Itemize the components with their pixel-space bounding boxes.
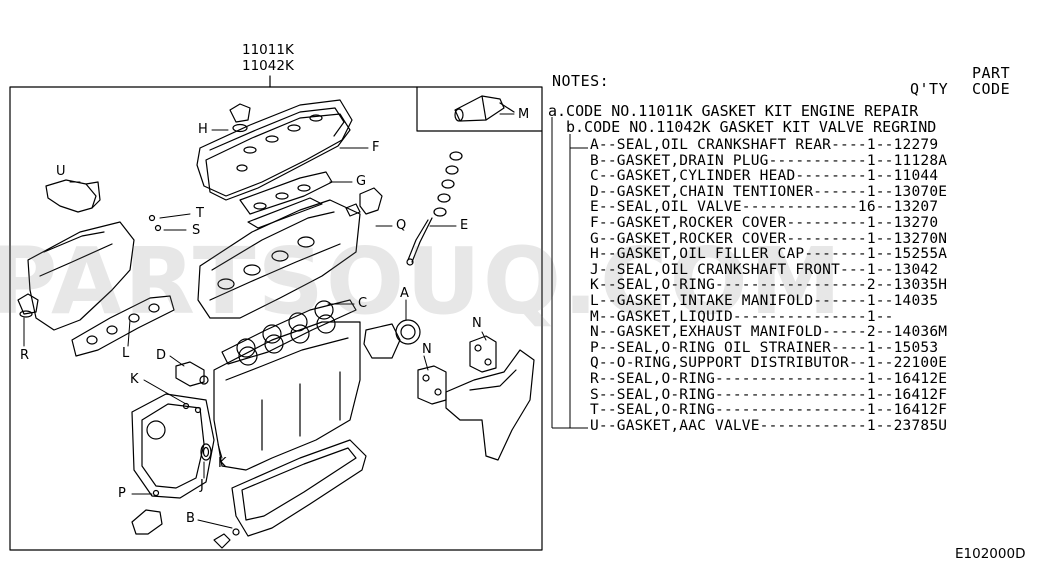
leader-lines [23, 113, 515, 529]
watermark: PARTSOUQ.COM [0, 228, 844, 335]
exhaust-manifold-gasket-rear [469, 335, 497, 373]
callout-t: T [196, 206, 204, 221]
list-item: F--GASKET,ROCKER COVER---------1--13270 [590, 215, 939, 231]
list-item: R--SEAL,O-RING-----------------1--16412E [590, 371, 948, 387]
callout-j: J [200, 478, 204, 493]
cylinder-head [197, 199, 361, 319]
rocker-cover [196, 99, 353, 197]
kit-part-number-a: 11011K [242, 42, 294, 58]
kit-b-line: b.CODE NO.11042K GASKET KIT VALVE REGRIN… [566, 118, 937, 136]
callout-p: P [118, 486, 126, 501]
diagram-frame [9, 86, 543, 551]
list-item: A--SEAL,OIL CRANKSHAFT REAR----1--12279 [590, 137, 939, 153]
callout-f: F [372, 140, 380, 155]
callout-n-front: N [422, 342, 432, 357]
list-item: J--SEAL,OIL CRANKSHAFT FRONT---1--13042 [590, 261, 939, 278]
callout-e: E [460, 218, 469, 233]
o-ring-pair [182, 402, 202, 414]
r-o-ring [19, 310, 33, 318]
callout-a: A [400, 286, 409, 301]
distributor-o-ring [345, 187, 383, 217]
list-item: H--GASKET,OIL FILLER CAP-------1--15255A [590, 246, 948, 263]
oil-strainer [131, 489, 163, 535]
oil-filler-cap [229, 103, 251, 133]
callout-s: S [192, 223, 201, 238]
aac-valve [45, 179, 101, 213]
list-item: E--SEAL,OIL VALVE-------------16--13207 [590, 199, 939, 216]
callout-h: H [198, 122, 208, 137]
callout-l: L [122, 346, 130, 361]
qty-header: Q'TY [910, 80, 949, 98]
callout-n-rear: N [472, 316, 482, 331]
list-item: K--SEAL,O-RING-----------------2--13035H [590, 277, 948, 294]
oil-pan [231, 439, 367, 537]
list-item: N--GASKET,EXHAUST MANIFOLD-----2--14036M [590, 324, 948, 341]
callout-c: C [358, 296, 368, 311]
drain-plug [213, 528, 240, 549]
callout-b: B [186, 511, 195, 526]
list-item: C--GASKET,CYLINDER HEAD--------1--11044 [590, 168, 939, 185]
kit-part-number-b: 11042K [242, 58, 294, 74]
exhaust-manifold-gasket-front [417, 365, 447, 405]
callout-m: M [518, 107, 530, 122]
part-code-header-line1: PART [972, 64, 1011, 82]
drawing-code: E102000D [955, 546, 1026, 562]
list-item: T--SEAL,O-RING-----------------1--16412F [590, 402, 948, 419]
list-item: Q--O-RING,SUPPORT DISTRIBUTOR--1--22100E [590, 355, 948, 372]
rocker-cover-inner-gasket [239, 171, 333, 229]
intake-manifold [27, 221, 135, 331]
timing-cover [131, 393, 215, 499]
callout-r: R [20, 348, 30, 363]
engine-block [213, 314, 361, 471]
liquid-gasket-tube [454, 95, 515, 122]
callout-k-lower: K [218, 456, 227, 471]
part-code-header-line2: CODE [972, 80, 1011, 98]
chain-tensioner [175, 361, 209, 387]
list-item: G--GASKET,ROCKER COVER---------1--13270N [590, 230, 948, 247]
callout-g: G [356, 174, 367, 189]
rear-seal-retainer [363, 323, 401, 359]
crankshaft-front-seal [200, 443, 212, 461]
rocker-cover-gasket [205, 113, 351, 201]
s-t-o-rings [148, 214, 162, 232]
intake-manifold-gasket [71, 295, 175, 357]
list-item: L--GASKET,INTAKE MANIFOLD------1--14035 [590, 293, 939, 309]
callout-q: Q [396, 218, 407, 233]
notes-title: NOTES: [552, 72, 610, 90]
valve-stem-seals [406, 151, 463, 266]
exhaust-manifold [445, 349, 535, 461]
callout-u: U [56, 164, 66, 179]
list-item: D--GASKET,CHAIN TENTIONER------1--13070E [590, 183, 948, 200]
list-item: S--SEAL,O-RING-----------------1--16412F [590, 386, 948, 403]
callout-k-upper: K [130, 372, 139, 387]
callout-d: D [156, 348, 167, 363]
liquid-gasket-inset-frame [416, 86, 543, 132]
list-item: U--GASKET,AAC VALVE------------1--23785U [590, 417, 948, 434]
cylinder-head-gasket [221, 299, 357, 365]
throttle-chamber [17, 293, 39, 315]
kit-a-line: a.CODE NO.11011K GASKET KIT ENGINE REPAI… [548, 102, 919, 120]
list-item: B--GASKET,DRAIN PLUG-----------1--11128A [590, 152, 948, 169]
list-item: P--SEAL,O-RING OIL STRAINER----1--15053 [590, 339, 939, 356]
list-item: M--GASKET,LIQUID---------------1-- [590, 308, 894, 325]
